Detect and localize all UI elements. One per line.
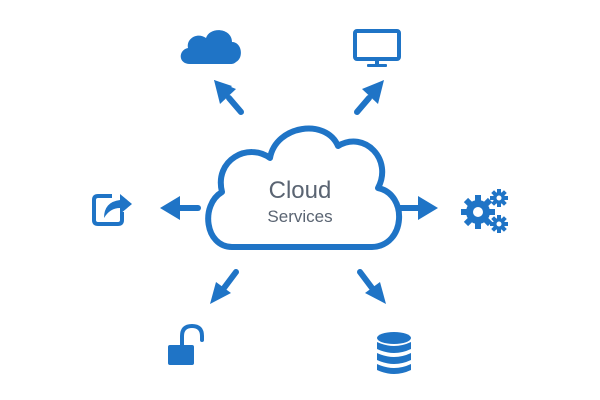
arrow-to-cloud: [214, 80, 244, 115]
gears-icon: [461, 189, 508, 233]
arrow-to-monitor: [354, 80, 384, 115]
arrows: [160, 80, 438, 304]
arrow-to-share: [160, 196, 201, 220]
center-cloud: Cloud Services: [205, 125, 403, 250]
monitor-icon: [353, 29, 401, 67]
share-icon: [92, 194, 132, 226]
unlock-icon: [168, 323, 204, 365]
database-icon: [377, 332, 411, 374]
center-subtitle: Services: [267, 207, 332, 226]
arrow-to-unlock: [210, 269, 239, 304]
cloud-outline-icon: [205, 125, 403, 250]
cloud-icon: [180, 30, 241, 64]
arrow-to-gears: [397, 196, 438, 220]
arrow-to-database: [357, 269, 386, 304]
center-title: Cloud: [269, 177, 332, 204]
